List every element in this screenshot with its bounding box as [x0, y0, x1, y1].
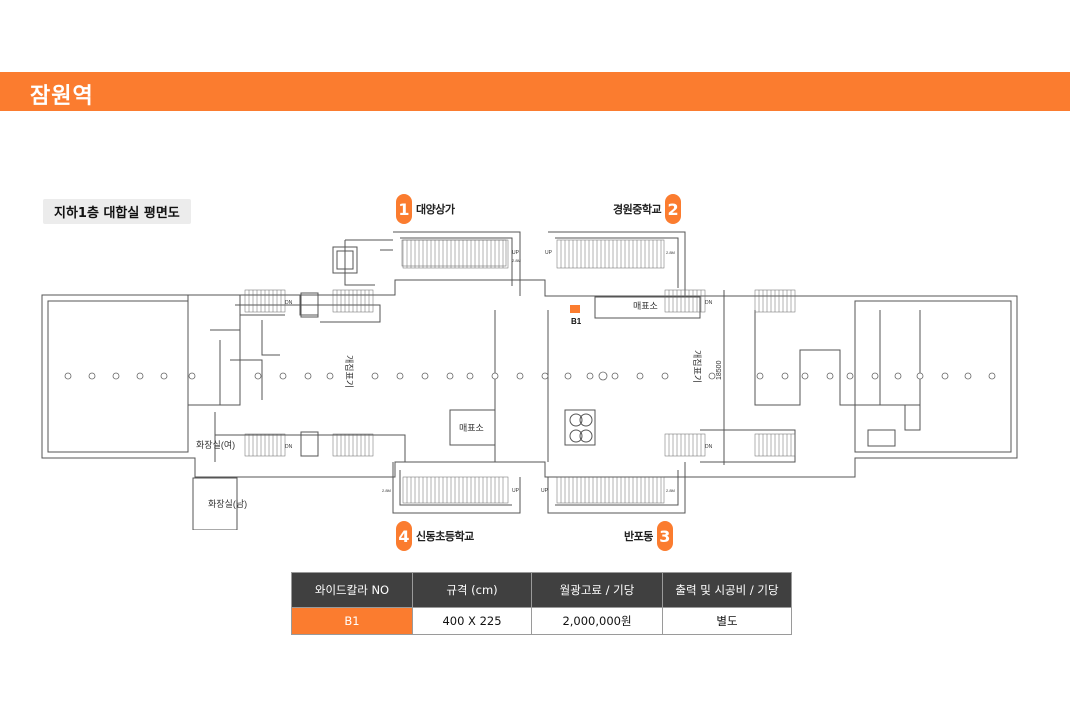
height-label-3: 2.8M: [382, 488, 391, 493]
ticket-office-right-label: 매표소: [633, 301, 658, 311]
exit-1: 1 대양상가: [396, 194, 455, 224]
floor-plan: B1 매표소 매표소 화장실(여) 화장실(남) 개집표기 개집표기 18500…: [41, 231, 1018, 530]
dimension-label: 18500: [716, 360, 723, 380]
pricing-table: 와이드칼라 NO 규격 (cm) 월광고료 / 기당 출력 및 시공비 / 기당…: [291, 572, 792, 635]
exit-2-label: 경원중학교: [613, 203, 662, 216]
header-install-cost: 출력 및 시공비 / 기당: [662, 572, 792, 608]
header-ad-number: 와이드칼라 NO: [291, 572, 413, 608]
ad-location-b1-label: B1: [571, 317, 582, 326]
exit-4-label: 신동초등학교: [416, 530, 474, 543]
exit-2: 경원중학교 2: [613, 194, 682, 224]
floor-plan-title: 지하1층 대합실 평면도: [43, 199, 191, 224]
exit-4: 4 신동초등학교: [396, 521, 474, 551]
dn-label-1: DN: [285, 300, 293, 306]
cell-monthly-fee: 2,000,000원: [531, 607, 663, 635]
height-label-4: 2.8M: [666, 488, 675, 493]
exit-3-label: 반포동: [624, 530, 653, 543]
header-banner: 잠원역: [0, 72, 1070, 111]
pricing-row: B1 400 X 225 2,000,000원 별도: [291, 607, 792, 635]
exit-3-number: 3: [656, 521, 673, 551]
up-label-1: UP: [512, 250, 520, 256]
exit-4-number: 4: [396, 521, 412, 551]
dn-label-2: DN: [285, 444, 293, 450]
exit-1-label: 대양상가: [416, 203, 455, 216]
dn-label-4: DN: [705, 444, 713, 450]
restroom-male-label: 화장실(남): [208, 499, 247, 509]
cell-install-cost: 별도: [662, 607, 792, 635]
gate-left-label: 개집표기: [344, 355, 355, 388]
station-title: 잠원역: [30, 84, 94, 109]
cell-size: 400 X 225: [412, 607, 532, 635]
height-label-2: 2.8M: [666, 250, 675, 255]
up-label-4: UP: [541, 488, 549, 494]
ticket-office-left-label: 매표소: [459, 423, 484, 433]
up-label-3: UP: [512, 488, 520, 494]
height-label-1: 2.8M: [512, 258, 521, 263]
exit-2-number: 2: [665, 194, 682, 224]
dn-label-3: DN: [705, 300, 713, 306]
exit-1-number: 1: [396, 194, 412, 224]
restroom-female-label: 화장실(여): [196, 439, 235, 450]
up-label-2: UP: [545, 250, 553, 256]
exit-3: 반포동 3: [624, 521, 673, 551]
header-size: 규격 (cm): [412, 572, 532, 608]
ad-location-b1-marker: [570, 305, 580, 313]
cell-ad-number: B1: [291, 607, 413, 635]
header-monthly-fee: 월광고료 / 기당: [531, 572, 663, 608]
pricing-header-row: 와이드칼라 NO 규격 (cm) 월광고료 / 기당 출력 및 시공비 / 기당: [291, 572, 792, 608]
gate-right-label: 개집표기: [692, 350, 703, 383]
